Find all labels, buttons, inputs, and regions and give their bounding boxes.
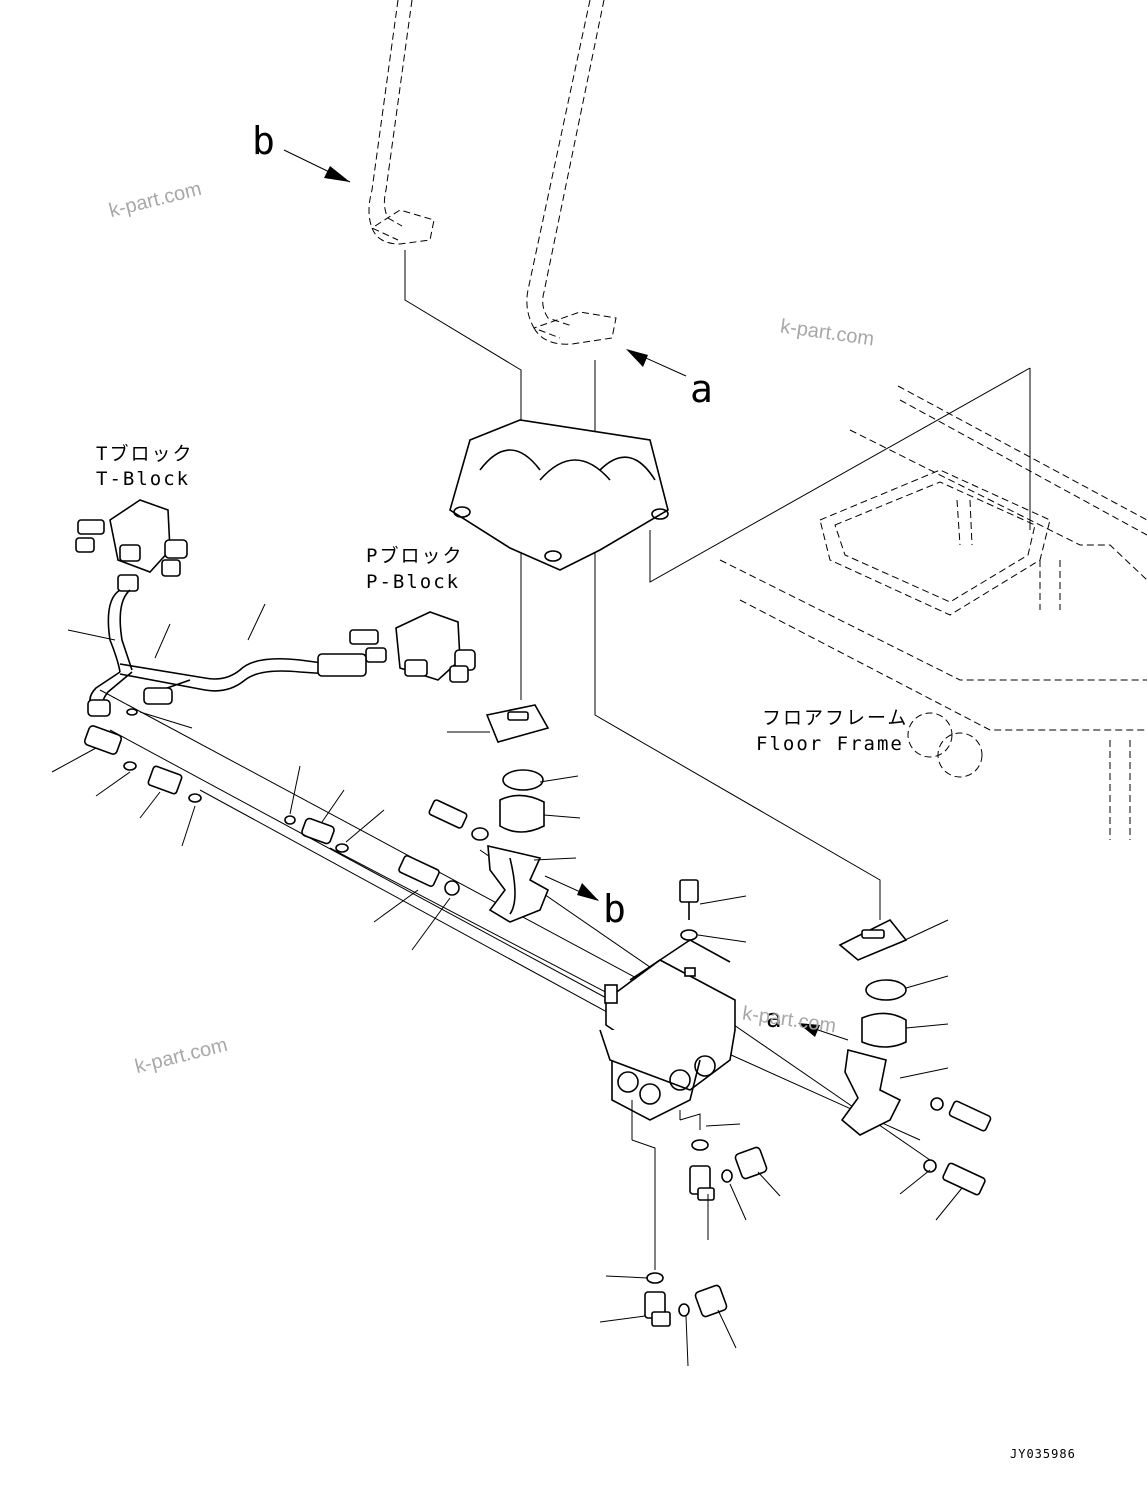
callout-a-bracket: a [766,1004,782,1034]
pilot-valve-body [599,879,736,1270]
hydraulic-hoses [87,589,367,717]
callout-arrows [283,149,849,1041]
p-block-label-jp: Pブロック [366,545,464,567]
callout-a-top: a [690,367,713,411]
p-block-label-en: P-Block [366,571,461,593]
lower-fittings [644,1139,768,1327]
floor-frame [719,385,1147,840]
floor-frame-label-jp: フロアフレーム [762,707,909,729]
floor-frame-label-en: Floor Frame [756,733,904,755]
mounting-hardware [398,704,550,923]
left-control-lever [368,0,435,245]
right-hardware [838,918,992,1196]
callout-b-top: b [252,119,275,163]
t-block-label-en: T-Block [96,468,191,490]
pipe-leader-lines [99,689,931,1161]
left-fittings [83,708,349,853]
drawing-code: JY035986 [1010,1447,1076,1461]
t-block-label-jp: Tブロック [96,443,194,465]
right-control-lever [526,0,617,345]
lever-boot-cover [449,419,669,571]
callout-b-bracket: b [603,887,626,931]
p-block-valve [349,611,476,683]
assembly-leader-lines [404,250,1031,920]
t-block-valve [75,499,188,592]
part-leader-ticks [51,603,963,1367]
